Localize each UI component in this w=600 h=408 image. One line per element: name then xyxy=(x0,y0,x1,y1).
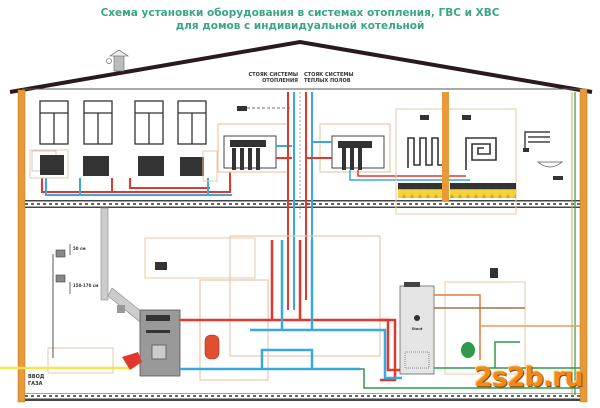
flue-pipe xyxy=(100,207,148,323)
bathroom-fixtures xyxy=(523,92,576,395)
floor-slab-upper xyxy=(25,200,580,208)
riser-heating-label-1: СТОЯК СИСТЕМЫ xyxy=(248,72,298,78)
title-line-2: для домов с индивидуальной котельной xyxy=(175,20,425,32)
radiator-pipes xyxy=(41,170,232,196)
water-heater-brand: Stout xyxy=(412,327,423,331)
chimney-cap xyxy=(106,49,129,72)
floor-heating-manifold-zone xyxy=(306,123,470,181)
window xyxy=(39,100,69,145)
gas-inlet-label-2: ГАЗА xyxy=(28,381,43,387)
riser-floor-label-1: СТОЯК СИСТЕМЫ xyxy=(304,72,354,78)
gas-boiler xyxy=(122,309,181,377)
burner xyxy=(122,352,142,370)
riser-floor-label-2: ТЕПЛЫХ ПОЛОВ xyxy=(304,78,351,84)
risers xyxy=(287,92,313,310)
title-line-1: Схема установки оборудования в системах … xyxy=(100,7,500,19)
boiler-room-pipes xyxy=(180,240,580,389)
gas-line xyxy=(0,244,130,374)
radiator xyxy=(83,156,109,176)
window xyxy=(134,100,164,145)
expansion-tank xyxy=(204,334,220,360)
window xyxy=(177,100,207,145)
gas-height-upper: 50 см xyxy=(73,246,86,251)
heating-manifold-zone xyxy=(217,106,292,173)
gas-inlet-label-1: ВВОД xyxy=(28,374,45,380)
callout-marker xyxy=(106,58,112,64)
right-wall xyxy=(579,88,588,403)
dhw-group xyxy=(434,268,580,375)
water-heater xyxy=(399,282,435,375)
thermostat xyxy=(237,106,247,111)
riser-heating-label-2: ОТОПЛЕНИЯ xyxy=(262,78,298,84)
underfloor-heating xyxy=(395,92,517,215)
radiator xyxy=(180,157,204,176)
diagram-title: Схема установки оборудования в системах … xyxy=(0,7,600,33)
floor-slab-lower xyxy=(25,393,580,401)
window xyxy=(83,100,113,145)
radiators xyxy=(29,149,218,182)
left-wall xyxy=(17,89,26,403)
watermark: 2s2b.ru xyxy=(474,362,584,393)
roof xyxy=(9,39,593,94)
gas-height-lower: 150-170 см xyxy=(73,283,98,288)
radiator xyxy=(31,150,64,175)
windows xyxy=(39,100,207,145)
radiator xyxy=(138,156,164,176)
